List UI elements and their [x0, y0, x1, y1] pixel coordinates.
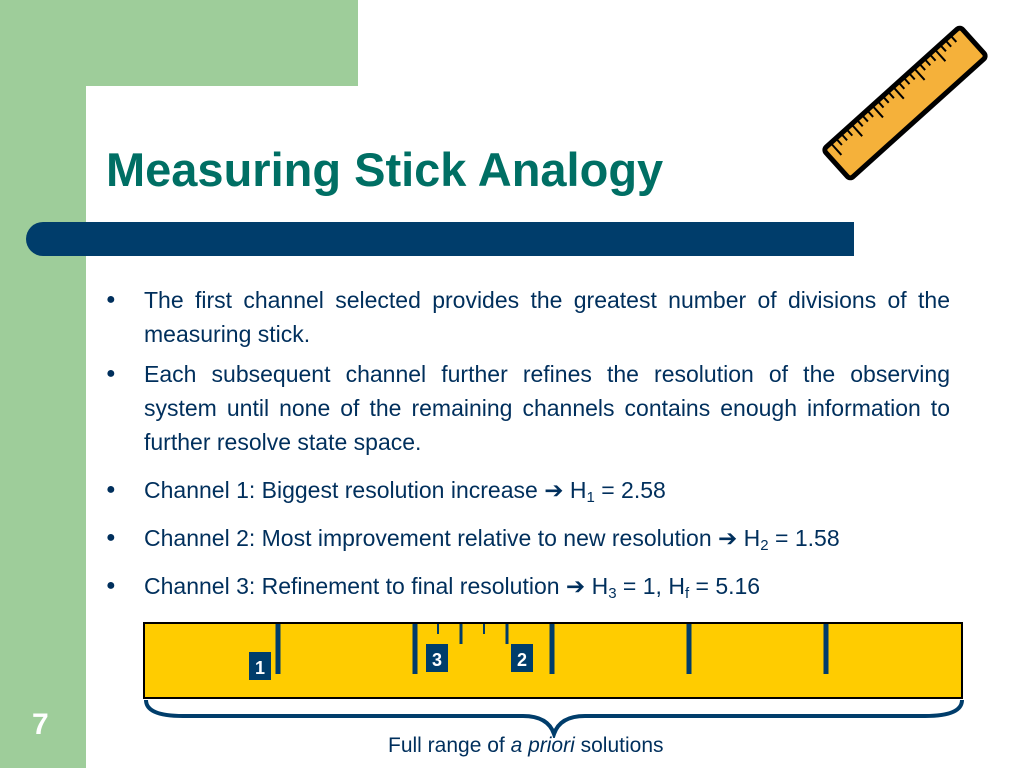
ruler-tick: [861, 114, 869, 123]
ruler-icon: [822, 25, 988, 181]
bullet-dot: ●: [106, 291, 116, 308]
label-channel-3: 3: [432, 650, 442, 670]
bullet-item: ● The first channel selected provides th…: [100, 283, 950, 351]
top-green-block: [0, 0, 358, 86]
entropy-subscript: 1: [586, 489, 595, 506]
caption-prefix: Full range of: [388, 734, 511, 757]
entropy-value: = 1, H: [616, 573, 685, 599]
ruler-tick: [939, 43, 947, 53]
entropy-label: H: [585, 573, 609, 599]
ruler-tick: [871, 104, 884, 119]
bullet-text: Each subsequent channel further refines …: [144, 361, 950, 455]
entropy-subscript-final: f: [684, 585, 690, 602]
entropy-value-final: = 5.16: [689, 573, 761, 599]
page-number: 7: [32, 708, 49, 741]
bullet-dot: ●: [106, 529, 116, 546]
ruler-tick: [866, 109, 874, 118]
ruler-tick: [918, 62, 926, 71]
label-box-channel-2: [511, 644, 533, 672]
bullet-channel-1: ● Channel 1: Biggest resolution increase…: [100, 473, 950, 507]
bullet-dot: ●: [106, 577, 116, 594]
bullet-dot: ●: [106, 481, 116, 498]
ruler-tick: [913, 67, 926, 81]
arrow-right-icon: ➔: [565, 573, 586, 599]
entropy-subscript: 2: [760, 537, 769, 554]
label-channel-2: 2: [517, 650, 527, 670]
ruler-tick: [907, 72, 916, 81]
range-caption: Full range of a priori solutions: [388, 734, 664, 758]
bullet-channel-2: ● Channel 2: Most improvement relative t…: [100, 521, 950, 555]
ruler-tick: [835, 137, 843, 146]
ruler-tick: [855, 118, 864, 127]
ruler-tick: [840, 132, 848, 141]
entropy-value: = 1.58: [768, 525, 840, 551]
channel-text: Channel 2: Most improvement relative to …: [144, 525, 719, 551]
ruler-tick: [897, 81, 906, 90]
ruler-tick: [923, 58, 932, 67]
label-channel-1: 1: [255, 658, 265, 678]
label-box-channel-3: [426, 644, 448, 672]
ruler-tick: [850, 123, 863, 137]
caption-suffix: solutions: [574, 734, 664, 757]
entropy-label: H: [563, 477, 587, 503]
channel-text: Channel 3: Refinement to final resolutio…: [144, 573, 566, 599]
bullet-text: The first channel selected provides the …: [144, 287, 950, 347]
range-brace: [144, 699, 964, 738]
ruler-tick: [928, 53, 937, 62]
ruler-tick: [949, 34, 958, 43]
arrow-right-icon: ➔: [718, 525, 738, 551]
ruler-tick: [902, 76, 911, 85]
caption-italic: a priori: [510, 734, 575, 757]
bullet-channel-3: ● Channel 3: Refinement to final resolut…: [100, 569, 950, 603]
entropy-subscript: 3: [608, 585, 617, 602]
left-green-strip: [0, 0, 86, 768]
ruler-tick: [881, 95, 890, 104]
channel-text: Channel 1: Biggest resolution increase: [144, 477, 545, 503]
ruler-tick: [829, 142, 843, 156]
entropy-label: H: [737, 525, 761, 551]
ruler-tick: [892, 86, 905, 100]
measuring-stick-diagram: 1 3 2: [143, 622, 963, 699]
ruler-tick: [933, 48, 947, 62]
ruler-tick: [944, 39, 952, 48]
label-box-channel-1: [249, 652, 271, 680]
entropy-value: = 2.58: [594, 477, 666, 503]
title-underline-bar: [26, 222, 854, 256]
ruler-tick: [887, 90, 895, 99]
ruler-tick: [845, 128, 854, 137]
slide-title: Measuring Stick Analogy: [106, 143, 664, 196]
bullet-dot: ●: [106, 365, 116, 382]
arrow-right-icon: ➔: [544, 477, 564, 503]
ruler-tick: [876, 100, 885, 109]
bullet-list: ● The first channel selected provides th…: [100, 283, 950, 603]
bullet-item: ● Each subsequent channel further refine…: [100, 357, 950, 459]
